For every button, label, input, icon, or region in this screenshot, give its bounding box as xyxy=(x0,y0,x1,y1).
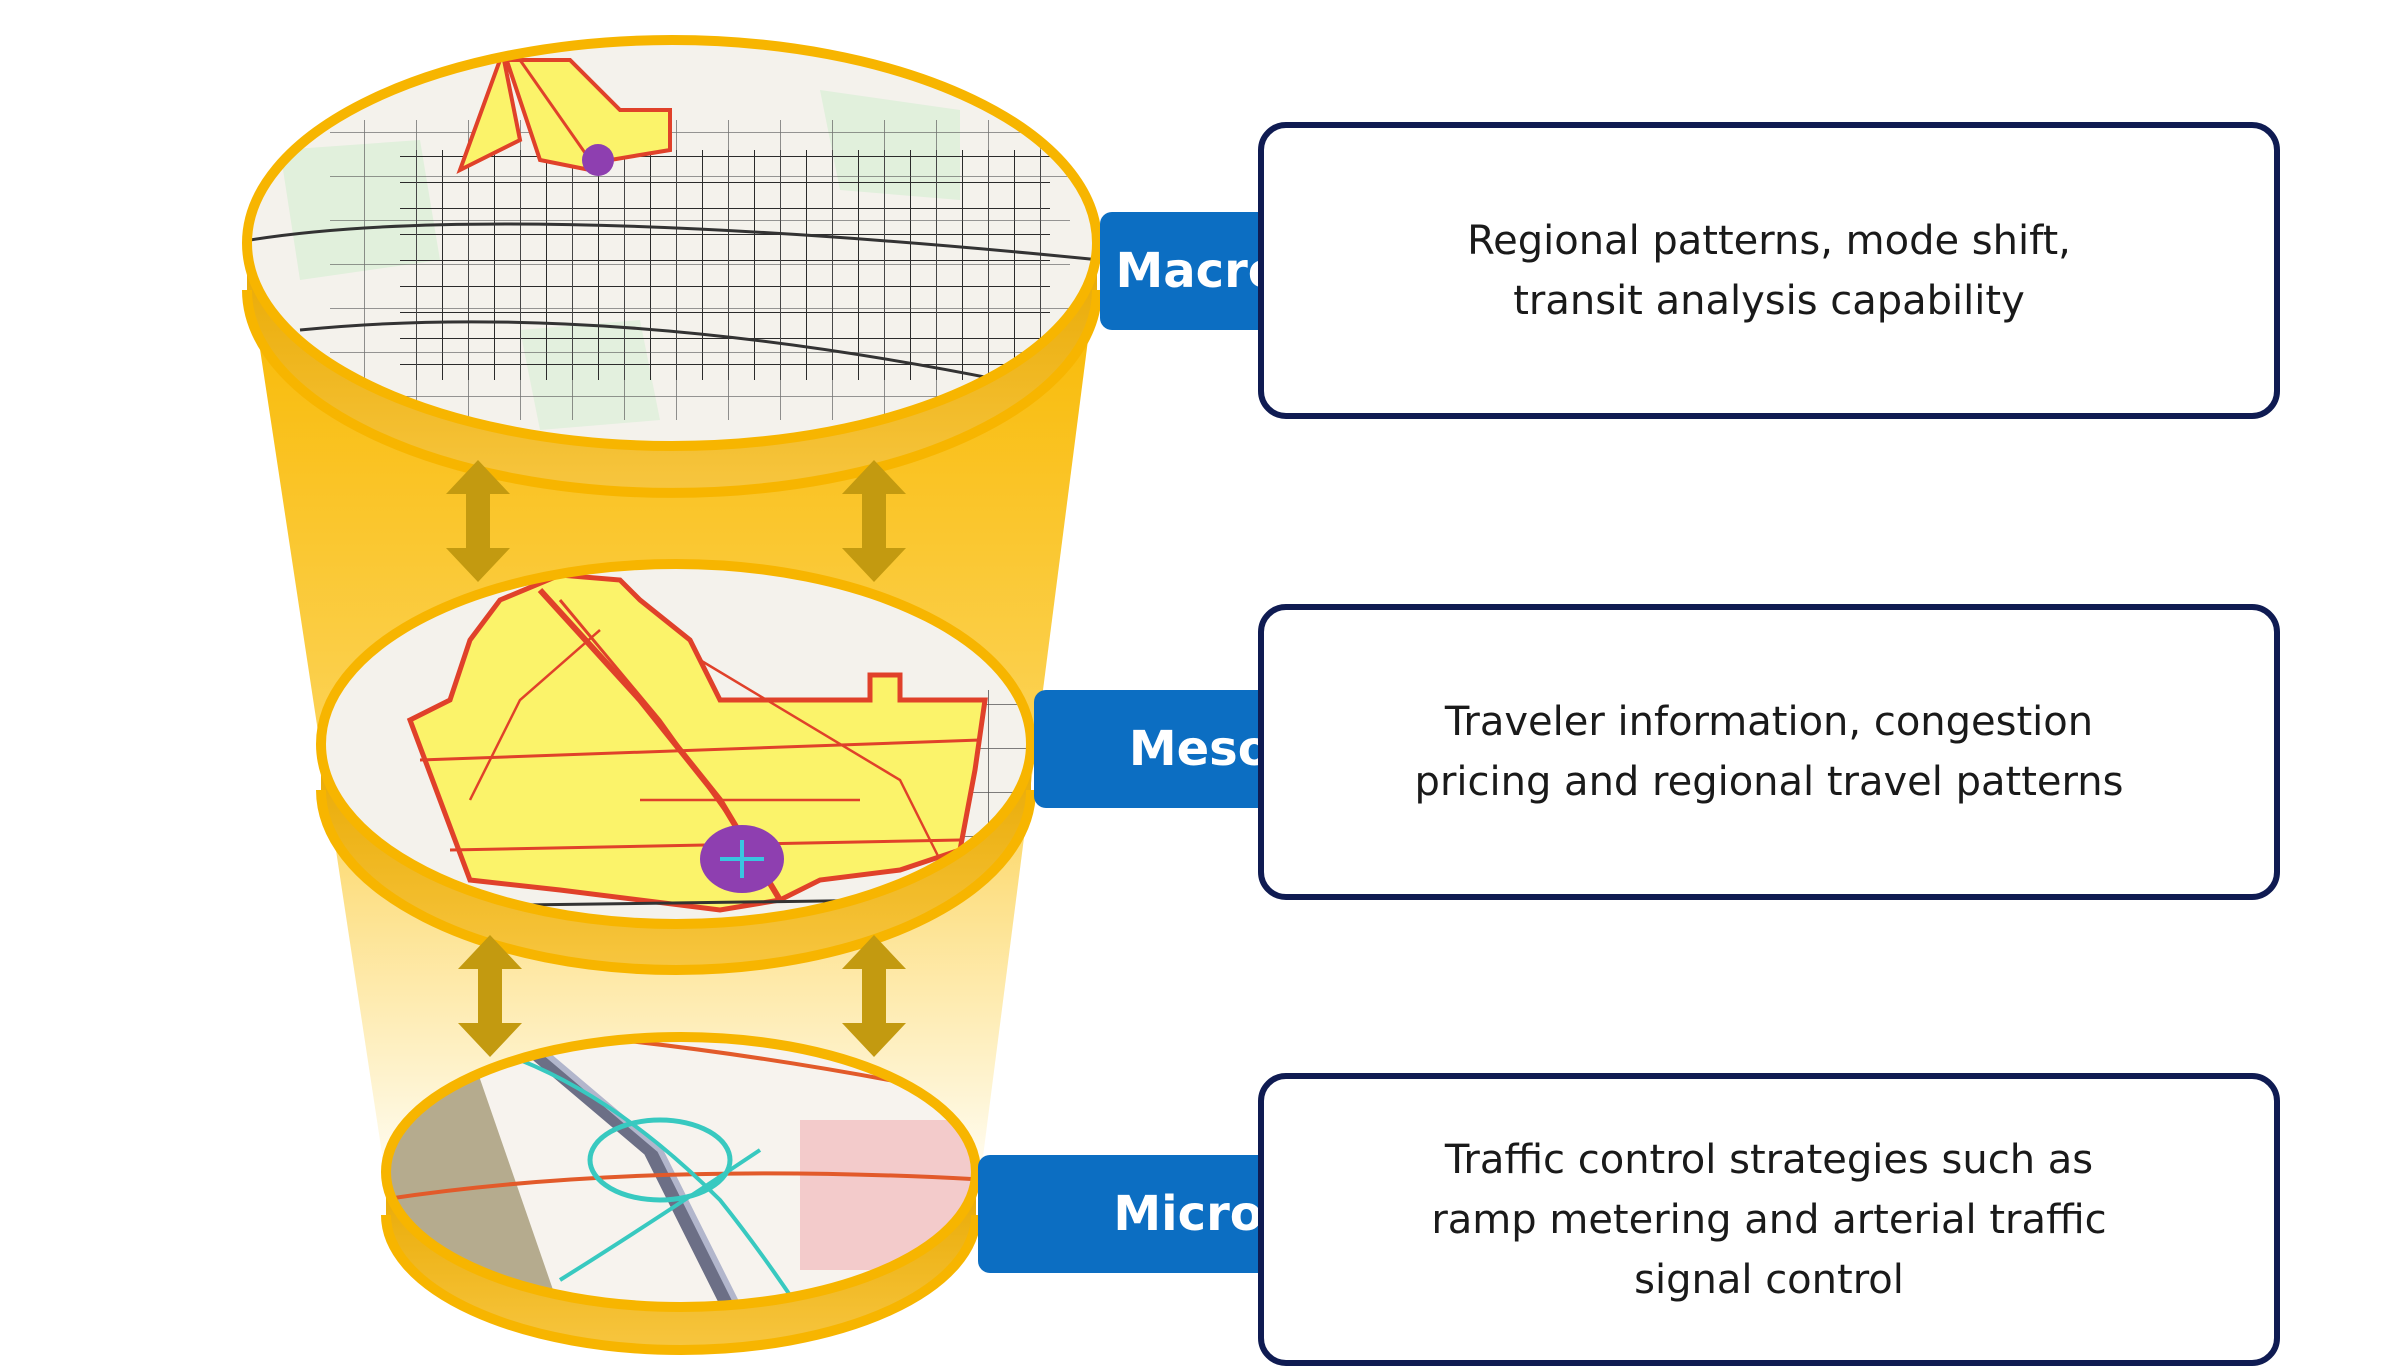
macroscopic-description-box: Regional patterns, mode shift, transit a… xyxy=(1258,122,2280,419)
micro-ring xyxy=(381,1032,981,1312)
macroscopic-map xyxy=(247,40,1097,446)
microscopic-description-box: Traffic control strategies such as ramp … xyxy=(1258,1073,2280,1366)
mesoscopic-description: Traveler information, congestion pricing… xyxy=(1414,699,2124,805)
double-arrow-icon xyxy=(446,460,510,582)
double-arrow-icon xyxy=(458,935,522,1057)
mesoscopic-map xyxy=(321,564,1031,924)
microscopic-description: Traffic control strategies such as ramp … xyxy=(1431,1136,2107,1303)
mesoscopic-description-box: Traveler information, congestion pricing… xyxy=(1258,604,2280,900)
double-arrow-icon xyxy=(842,935,906,1057)
double-arrow-icon xyxy=(842,460,906,582)
macroscopic-description: Regional patterns, mode shift, transit a… xyxy=(1467,217,2071,324)
meso-ring xyxy=(316,559,1036,929)
macro-ring xyxy=(242,35,1102,451)
